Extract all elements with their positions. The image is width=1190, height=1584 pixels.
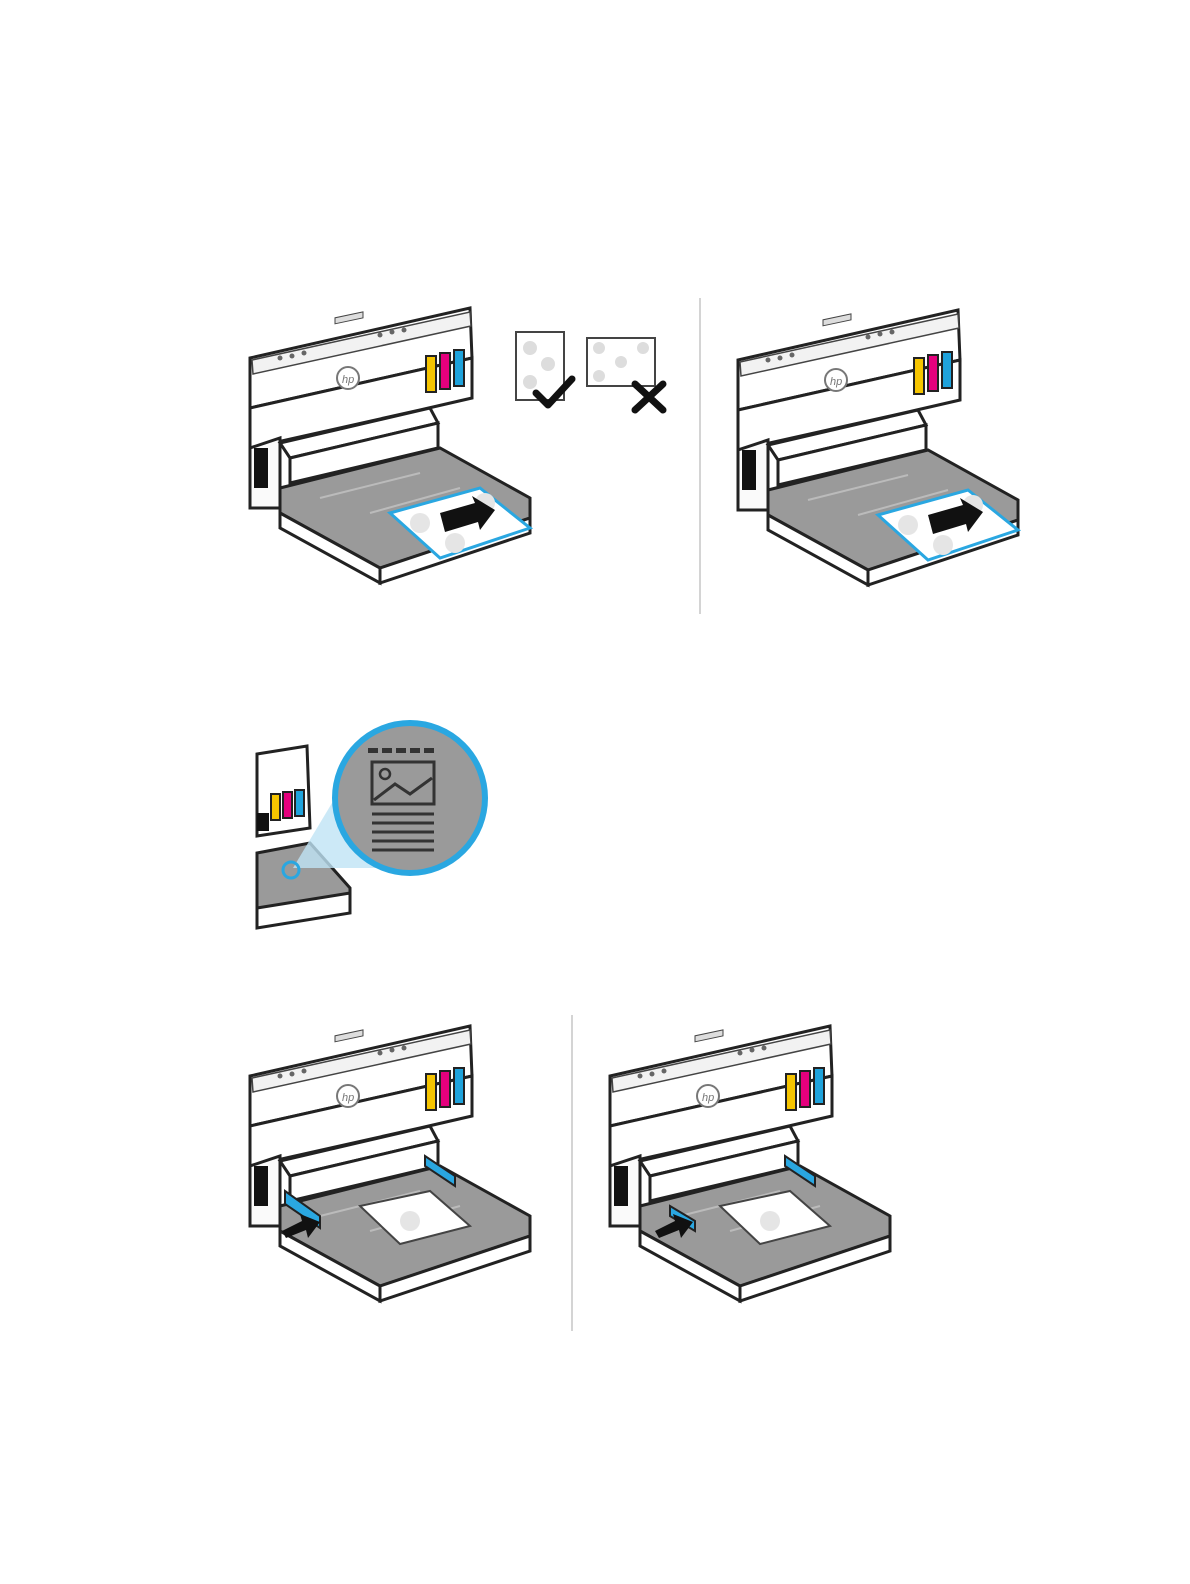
load-paper-figure-landscape — [728, 300, 1028, 590]
x-icon — [630, 380, 668, 414]
checkmark-icon — [532, 375, 576, 409]
figure-divider — [571, 1015, 573, 1331]
paper-guide-figure-1 — [240, 1016, 540, 1306]
load-paper-figure-portrait — [240, 298, 540, 588]
figure-divider — [699, 298, 701, 614]
tray-label-figure — [255, 718, 495, 930]
paper-guide-figure-2 — [600, 1016, 900, 1306]
